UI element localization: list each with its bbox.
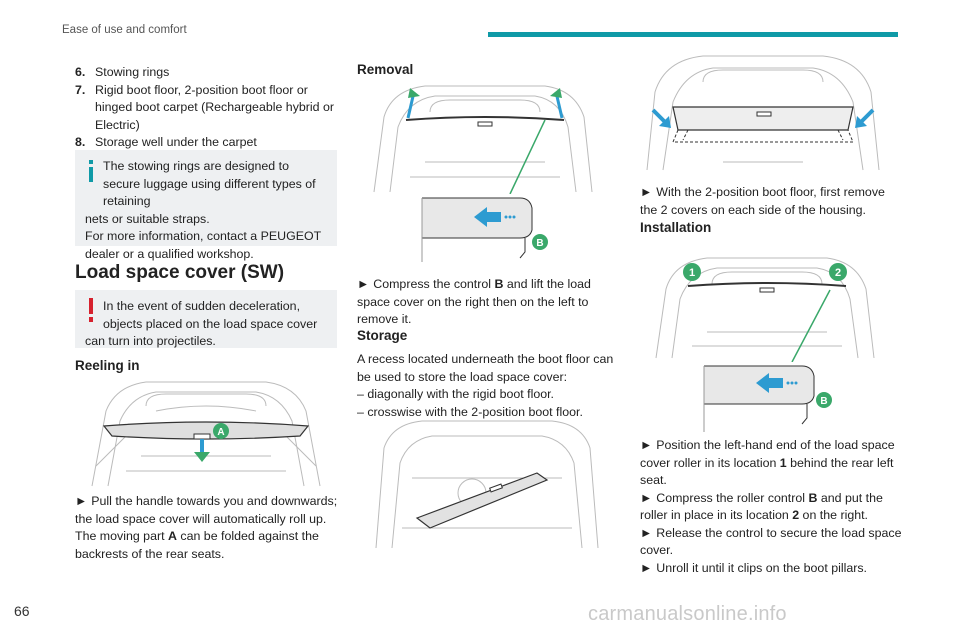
callout-1: 1 — [689, 267, 695, 279]
install-step: ►Compress the roller control B and put t… — [640, 490, 883, 523]
warning-note: In the event of sudden deceleration, obj… — [75, 290, 337, 348]
installation-steps: ►Position the left-hand end of the load … — [640, 437, 908, 577]
header-accent-bar — [488, 32, 898, 37]
covers-instruction: ►With the 2-position boot floor, first r… — [640, 184, 905, 219]
installation-illustration: 1 2 B — [652, 254, 882, 434]
warning-note-text: In the event of sudden deceleration, obj… — [103, 299, 318, 331]
running-header: Ease of use and comfort — [62, 24, 187, 36]
info-note-text: The stowing rings are designed to secure… — [103, 159, 316, 208]
warning-icon — [89, 298, 93, 322]
page-number: 66 — [14, 603, 30, 619]
reeling-instructions: ►Pull the handle towards you and downwar… — [75, 493, 340, 563]
removal-illustration: B — [370, 82, 600, 262]
removal-instructions: ►Compress the control B and lift the loa… — [357, 276, 622, 329]
install-step: ►Release the control to secure the load … — [640, 525, 902, 558]
reeling-note: The moving part A can be folded against … — [75, 529, 319, 561]
install-step: ►Unroll it until it clips on the boot pi… — [640, 560, 868, 575]
column-1: 6.Stowing rings 7.Rigid boot floor, 2-po… — [75, 64, 340, 152]
reeling-in-illustration: A — [86, 376, 326, 491]
list-item: 7.Rigid boot floor, 2-position boot floo… — [75, 82, 335, 132]
numbered-list: 6.Stowing rings 7.Rigid boot floor, 2-po… — [75, 64, 340, 152]
section-title: Load space cover (SW) — [75, 262, 285, 283]
callout-b: B — [820, 396, 827, 407]
callout-2: 2 — [835, 267, 841, 279]
callout-b: B — [536, 238, 543, 249]
storage-heading: Storage — [357, 328, 408, 343]
callout-a: A — [217, 427, 224, 438]
reeling-heading: Reeling in — [75, 358, 140, 373]
removal-heading: Removal — [357, 62, 414, 77]
list-item: 6.Stowing rings — [75, 65, 170, 79]
housing-covers-illustration — [643, 52, 883, 174]
storage-text: A recess located underneath the boot flo… — [357, 351, 622, 421]
covers-step: ►With the 2-position boot floor, first r… — [640, 185, 885, 217]
list-item: 8.Storage well under the carpet — [75, 135, 257, 149]
watermark: carmanualsonline.info — [588, 603, 787, 625]
removal-step: ►Compress the control B and lift the loa… — [357, 277, 591, 326]
reeling-step: ►Pull the handle towards you and downwar… — [75, 494, 338, 526]
storage-item: – diagonally with the rigid boot floor. — [357, 387, 554, 401]
info-note: The stowing rings are designed to secure… — [75, 150, 337, 261]
storage-item: – crosswise with the 2-position boot flo… — [357, 404, 583, 419]
info-icon — [89, 160, 93, 182]
installation-heading: Installation — [640, 220, 712, 235]
install-step: ►Position the left-hand end of the load … — [640, 438, 895, 487]
storage-illustration — [372, 418, 602, 553]
